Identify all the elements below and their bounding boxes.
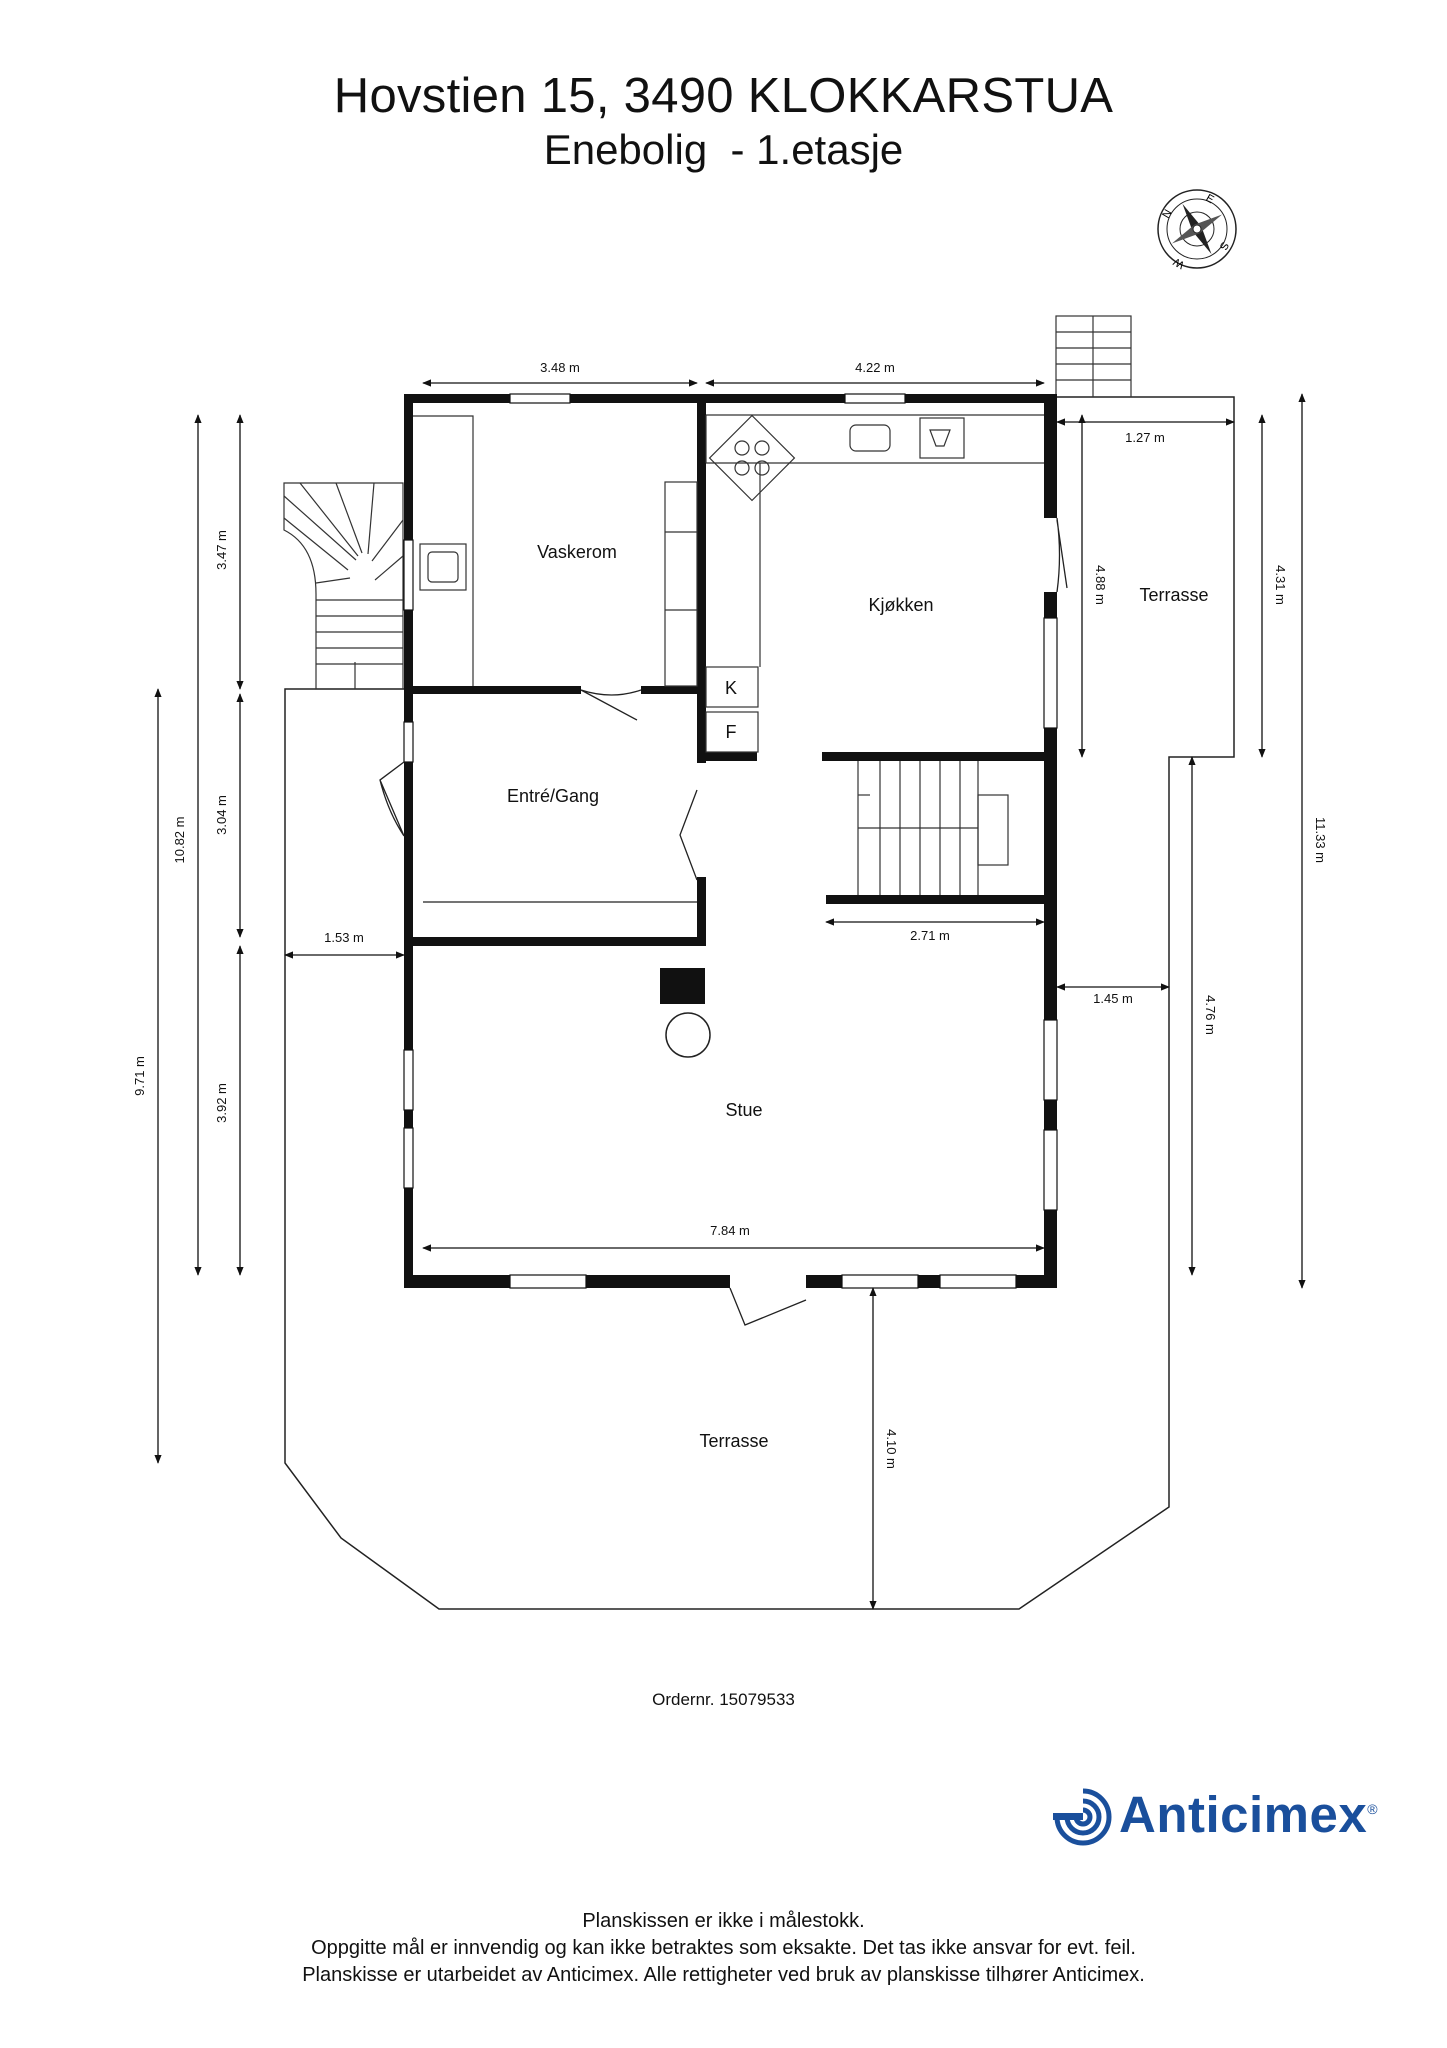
room-kjokken: Kjøkken xyxy=(868,595,933,615)
dim-front-terrace: 4.10 m xyxy=(884,1429,899,1469)
brand-logo: Anticimex® xyxy=(1053,1785,1393,1846)
room-terrasse-right: Terrasse xyxy=(1139,585,1208,605)
doors xyxy=(379,517,1068,1326)
outer-stair-left xyxy=(283,482,404,690)
dim-kjokken-width: 4.22 m xyxy=(855,360,895,375)
dim-terrasse-depth: 4.31 m xyxy=(1273,565,1288,605)
outer-stair-right xyxy=(1055,315,1132,398)
dim-stue-width: 7.84 m xyxy=(710,1223,750,1238)
dim-total-right: 11.33 m xyxy=(1313,817,1328,863)
dim-total-left: 10.82 m xyxy=(172,817,187,864)
dim-terrasse-width: 1.27 m xyxy=(1125,430,1165,445)
dim-vaskerom-width: 3.48 m xyxy=(540,360,580,375)
terrace-outline xyxy=(284,396,1235,1610)
dimension-lines xyxy=(154,379,1306,1610)
laundry-fixtures xyxy=(413,415,698,687)
order-number: Ordernr. 15079533 xyxy=(652,1690,795,1709)
dim-left-step: 1.53 m xyxy=(324,930,364,945)
dim-vaskerom-depth: 3.47 m xyxy=(214,530,229,570)
brand-name: Anticimex xyxy=(1119,1786,1368,1843)
cabinet-label: K xyxy=(725,678,737,698)
fridge-label: F xyxy=(726,722,737,742)
footer-line-2: Oppgitte mål er innvendig og kan ikke be… xyxy=(311,1937,1136,1959)
wood-stove-icon xyxy=(665,1012,711,1058)
room-terrasse-bottom: Terrasse xyxy=(699,1431,768,1451)
dim-kjokken-depth: 4.88 m xyxy=(1093,565,1108,605)
compass-rose-icon: N E S W xyxy=(1157,189,1237,271)
registered-mark: ® xyxy=(1367,1801,1379,1817)
dim-entre-depth: 3.04 m xyxy=(214,795,229,835)
kitchen-counter xyxy=(705,414,1044,753)
footer-line-3: Planskisse er utarbeidet av Anticimex. A… xyxy=(302,1964,1145,1986)
anticimex-swirl-icon xyxy=(1053,1788,1112,1846)
room-entre: Entré/Gang xyxy=(507,786,599,806)
room-stue: Stue xyxy=(725,1100,762,1120)
windows xyxy=(403,393,1058,1289)
dim-right-terrace: 4.76 m xyxy=(1203,995,1218,1035)
dim-stair-width: 2.71 m xyxy=(910,928,950,943)
interior-stair xyxy=(857,757,1009,899)
footer-line-1: Planskissen er ikke i målestokk. xyxy=(582,1910,865,1932)
dim-stue-depth: 3.92 m xyxy=(214,1083,229,1123)
dim-left-terrace: 9.71 m xyxy=(132,1056,147,1096)
plan-title: Hovstien 15, 3490 KLOKKARSTUA xyxy=(333,69,1114,123)
dim-right-step: 1.45 m xyxy=(1093,991,1133,1006)
room-vaskerom: Vaskerom xyxy=(537,542,617,562)
plan-subtitle: Enebolig - 1.etasje xyxy=(543,126,904,173)
walls xyxy=(404,394,1057,1288)
